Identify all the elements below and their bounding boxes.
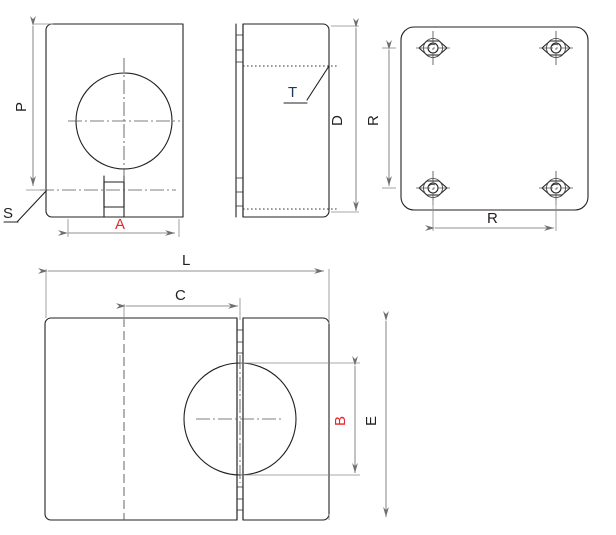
label-L: L: [182, 252, 190, 269]
bolt-arc-tr: [551, 43, 559, 47]
label-C: C: [175, 287, 186, 304]
front-view-left-body: [45, 23, 184, 218]
bolt-arc-tl: [428, 43, 436, 47]
label-B: B: [332, 416, 349, 426]
label-T: T: [288, 84, 297, 101]
label-R-vertical: R: [365, 115, 382, 126]
label-R-horizontal: R: [487, 210, 498, 227]
bolt-top-left: [416, 31, 450, 65]
front-view-right-body: [242, 23, 330, 218]
top-view-right-body: [242, 317, 330, 521]
top-view-left-body: [44, 317, 238, 521]
label-P: P: [13, 102, 30, 112]
label-E: E: [363, 416, 380, 426]
label-D: D: [329, 115, 346, 126]
bolt-arc-bl: [428, 183, 436, 187]
bolt-bottom-right: [539, 171, 573, 205]
front-view-slot-detail: [103, 181, 125, 208]
front-view: T S P A D: [3, 16, 359, 237]
s-leader-line: [16, 189, 48, 223]
side-view: R R: [365, 26, 589, 231]
label-S: S: [3, 205, 13, 222]
top-view: L C B E: [38, 252, 389, 521]
bolt-top-right: [539, 31, 573, 65]
t-leader-line: [306, 65, 330, 101]
label-A: A: [115, 216, 125, 233]
bolt-bottom-left: [416, 171, 450, 205]
side-view-plate-outline: [400, 26, 589, 211]
bolt-arc-br: [551, 183, 559, 187]
